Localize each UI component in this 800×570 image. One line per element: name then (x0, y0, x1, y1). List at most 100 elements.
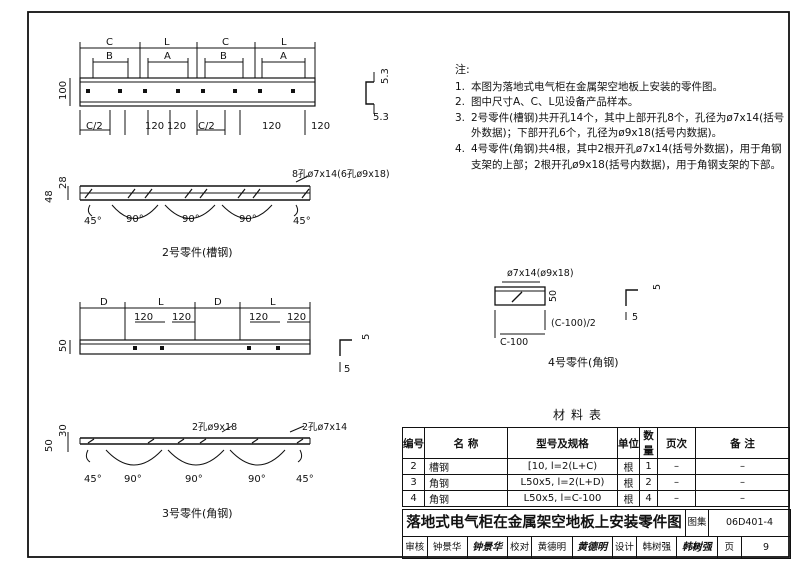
atlas-label: 图集号 (686, 510, 709, 554)
part3-dim-120: 120 (134, 312, 153, 323)
checker-signature: 黄德明 (573, 537, 613, 558)
note-number: 1. (455, 80, 466, 93)
table-cell: 根 (617, 458, 640, 475)
reviewer-signature: 钟景华 (468, 537, 508, 558)
part3-dim-120: 120 (287, 312, 306, 323)
part2-bottom-dim: 120 (145, 121, 164, 132)
table-cell: 角钢 (424, 490, 508, 507)
part2-bottom-dim: C/2 (86, 121, 103, 132)
table-cell: – (657, 458, 696, 475)
table-cell: 槽钢 (424, 458, 508, 475)
part4-labels: ø7x14(ø9x18) 50 (C-100)/2 C-100 5 5 4号零件… (500, 268, 663, 369)
part2-inner-label: B (220, 51, 227, 62)
part2-top-label: C (106, 37, 113, 48)
note-item: 1. 本图为落地式电气柜在金属架空地板上安装的零件图。 (455, 80, 790, 96)
part2-angle: 45° (84, 216, 102, 227)
table-cell: 角钢 (424, 474, 508, 491)
part3-top-label: D (214, 297, 222, 308)
reviewer-name: 钟景华 (428, 537, 468, 558)
part2-bottom-dim: 120 (262, 121, 281, 132)
note-item: 2. 图中尺寸A、C、L见设备产品样本。 (455, 95, 790, 111)
table-cell: 4 (402, 490, 425, 507)
table-cell: 4 (639, 490, 658, 507)
check-label: 校对 (508, 537, 533, 558)
notes-title: 注: (455, 63, 470, 76)
table-cell: – (695, 490, 790, 507)
page-label: 页 (718, 537, 743, 558)
note-item: 4. 4号零件(角钢)共4根，其中2根开孔ø7x14(括号外数据)，用于角钢支架… (455, 142, 790, 173)
part4-dim-50: 50 (548, 290, 559, 302)
table-header: 单位 (617, 427, 640, 459)
part2-bottom-dim: C/2 (198, 121, 215, 132)
design-label: 设计 (613, 537, 638, 558)
part2-side-dim: 48 (44, 190, 55, 203)
table-row: 2 槽钢 [10, l=2(L+C) 根 1 – – (402, 458, 790, 475)
table-header: 型号及规格 (507, 427, 618, 459)
part4-dim-half: (C-100)/2 (551, 318, 596, 329)
part2-height-dim: 100 (58, 81, 69, 100)
table-row: 4 角钢 L50x5, l=C-100 根 4 – – (402, 490, 790, 507)
designer-signature: 韩树强 (677, 537, 718, 558)
part2-top-label: L (281, 37, 287, 48)
part2-bottom-dim: 120 (311, 121, 330, 132)
material-table: 编号 名 称 型号及规格 单位 数量 页次 备 注 2 槽钢 [10, l=2(… (402, 427, 790, 507)
part3-top-label: L (270, 297, 276, 308)
part3-angle: 90° (185, 474, 203, 485)
part2-labels: C L C L B A B A 100 C/2 120 120 C/2 120 … (44, 37, 391, 259)
part3-angle: 45° (296, 474, 314, 485)
table-header: 备 注 (695, 427, 790, 459)
table-cell: 根 (617, 490, 640, 507)
part2-section-dim: 5.3 (380, 68, 391, 84)
table-header: 页次 (657, 427, 696, 459)
part2-angle: 45° (293, 216, 311, 227)
part4-hole-note: ø7x14(ø9x18) (507, 268, 574, 279)
part2-angle: 90° (182, 214, 200, 225)
table-cell: – (695, 474, 790, 491)
part3-height-dim: 50 (58, 339, 69, 352)
part3-side-dim: 30 (58, 424, 69, 437)
part3-section-dim: 5 (361, 334, 372, 340)
part3-view (67, 302, 352, 466)
note-text: 2号零件(槽钢)共开孔14个，其中上部开孔8个，孔径为ø7x14(括号外数据)；… (471, 111, 785, 140)
part3-angle: 45° (84, 474, 102, 485)
signature-row: 审核 钟景华 钟景华 校对 黄德明 黄德明 设计 韩树强 韩树强 页 9 (403, 537, 790, 558)
part3-dim-120: 120 (172, 312, 191, 323)
part4-caption: 4号零件(角钢) (548, 356, 619, 369)
part4-section-dim: 5 (652, 284, 663, 290)
note-number: 2. (455, 96, 466, 109)
note-text: 本图为落地式电气柜在金属架空地板上安装的零件图。 (471, 80, 723, 93)
table-cell: – (657, 474, 696, 491)
part3-top-label: D (100, 297, 108, 308)
table-cell: 根 (617, 474, 640, 491)
part3-top-label: L (158, 297, 164, 308)
note-number: 3. (455, 111, 466, 124)
table-cell: 2 (639, 474, 658, 491)
table-cell: – (657, 490, 696, 507)
part3-caption: 3号零件(角钢) (162, 507, 233, 520)
part4-view (494, 281, 638, 338)
part2-inner-label: B (106, 51, 113, 62)
part3-labels: D L D L 120 120 120 120 50 5 5 30 50 2孔ø… (44, 297, 372, 520)
part2-top-label: C (222, 37, 229, 48)
note-text: 图中尺寸A、C、L见设备产品样本。 (471, 96, 639, 109)
table-header: 编号 (402, 427, 425, 459)
title-block: 落地式电气柜在金属架空地板上安装零件图 图集号 06D401-4 审核 钟景华 … (402, 509, 791, 559)
table-header-row: 编号 名 称 型号及规格 单位 数量 页次 备 注 (402, 427, 790, 459)
page-number: 9 (763, 542, 770, 553)
table-cell: – (695, 458, 790, 475)
part2-top-label: L (164, 37, 170, 48)
table-cell: [10, l=2(L+C) (507, 458, 618, 475)
part3-angle: 90° (248, 474, 266, 485)
part2-hole-note: 8孔ø7x14(6孔ø9x18) (292, 169, 390, 180)
table-cell: 3 (402, 474, 425, 491)
checker-name: 黄德明 (532, 537, 573, 558)
table-header: 名 称 (424, 427, 508, 459)
note-number: 4. (455, 142, 466, 155)
table-header: 数量 (639, 427, 658, 459)
table-cell: 2 (402, 458, 425, 475)
part2-caption: 2号零件(槽钢) (162, 246, 233, 259)
part3-hole-note: 2孔ø9x18 (192, 422, 237, 433)
sheet-border (27, 11, 790, 558)
note-text: 4号零件(角钢)共4根，其中2根开孔ø7x14(括号外数据)，用于角钢支架的上部… (471, 142, 782, 171)
